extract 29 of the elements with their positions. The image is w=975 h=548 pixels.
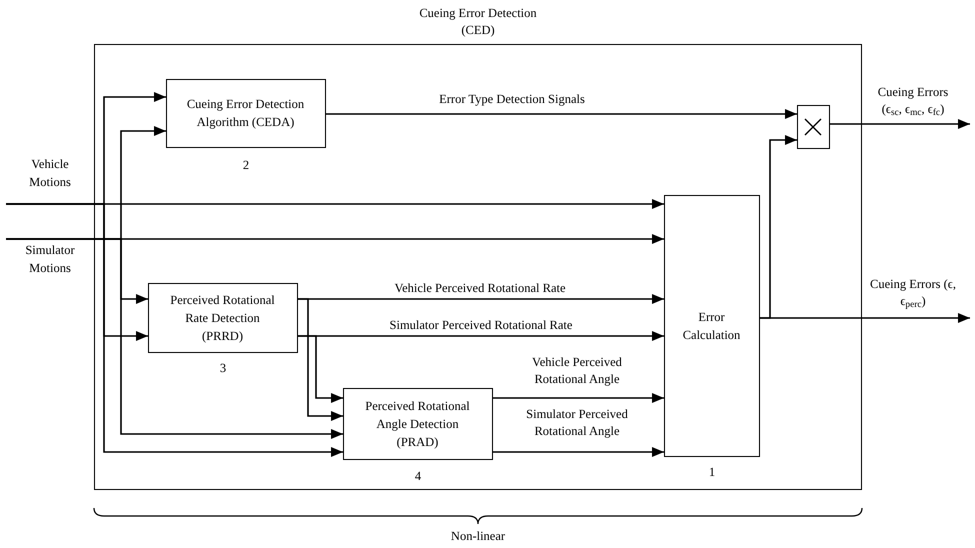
input-label: Simulator Motions <box>6 239 94 277</box>
boundary-title: Cueing Error Detection (CED) <box>418 5 538 39</box>
block-number: 3 <box>220 360 226 376</box>
edge-label: Error Type Detection Signals <box>438 91 586 108</box>
input-label: Vehicle Motions <box>6 155 94 204</box>
block-number: 2 <box>242 157 250 173</box>
process-block: Perceived Rotational Rate Detection (PRRD) <box>148 282 298 352</box>
signal-arrow <box>6 203 343 457</box>
signal-arrow <box>760 313 970 323</box>
block-number: 1 <box>708 464 716 480</box>
signal-arrow <box>298 335 343 403</box>
signal-arrow <box>6 238 343 439</box>
signal-arrow <box>326 109 797 119</box>
edge-label: Simulator Perceived Rotational Rate <box>388 317 574 334</box>
edge-label: Cueing Errors (ϵ$_{sc}$, ϵ$_{mc}$, ϵ$_{fc}$) <box>876 84 950 118</box>
edge-label: Vehicle Perceived Rotational Rate <box>393 280 567 297</box>
process-block: Error Calculation <box>664 194 760 456</box>
edge-label: Cueing Errors (ϵ, ϵ$_{perc}$) <box>869 276 957 310</box>
multiplier-block <box>796 104 830 148</box>
brace-label: Non-linear <box>450 528 506 544</box>
signal-arrow <box>298 298 343 421</box>
block-number: 4 <box>414 468 422 484</box>
edge-label: Vehicle Perceived Rotational Angle <box>531 354 623 388</box>
process-block: Cueing Error Detection Algorithm (CEDA) <box>166 78 326 148</box>
signal-arrow <box>493 447 664 457</box>
signal-arrow <box>830 119 970 129</box>
process-block: Perceived Rotational Angle Detection (PRAD) <box>342 388 492 460</box>
edge-label: Simulator Perceived Rotational Angle <box>525 406 629 440</box>
signal-arrow <box>493 393 664 403</box>
